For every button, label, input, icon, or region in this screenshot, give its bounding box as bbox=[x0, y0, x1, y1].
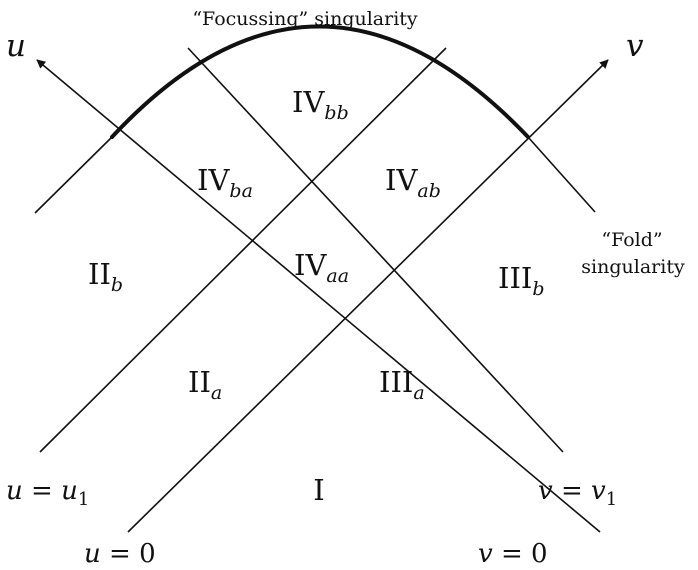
fold-singularity-label-line1: “Fold” bbox=[601, 229, 662, 251]
region-IIIa: IIIa bbox=[379, 365, 425, 404]
region-IVab: IVab bbox=[385, 163, 441, 202]
u-axis-line bbox=[36, 59, 601, 533]
v-equals-0-label: v = 0 bbox=[478, 539, 548, 569]
fold-extension-left bbox=[34, 136, 113, 214]
region-IVba: IVba bbox=[197, 163, 253, 202]
region-IIb: IIb bbox=[88, 257, 123, 296]
u-equals-0-label: u = 0 bbox=[84, 539, 156, 569]
region-IVaa: IVaa bbox=[294, 248, 349, 287]
u-equals-u1-label: u = u1 bbox=[6, 476, 89, 510]
u-equals-u1-line bbox=[39, 47, 447, 453]
focussing-singularity-curve bbox=[110, 24, 530, 139]
region-IVbb: IVbb bbox=[292, 85, 349, 124]
fold-singularity-label-line2: singularity bbox=[581, 256, 685, 278]
fold-extension-right bbox=[527, 136, 596, 213]
region-IIa: IIa bbox=[188, 365, 222, 404]
region-IIIb: IIIb bbox=[498, 261, 545, 300]
focussing-singularity-label: “Focussing” singularity bbox=[192, 8, 418, 30]
v-axis-label: v bbox=[626, 28, 644, 64]
region-I: I bbox=[313, 473, 324, 507]
v-equals-v1-label: v = v1 bbox=[538, 476, 617, 510]
u-axis-label: u bbox=[6, 28, 26, 64]
v-equals-v1-line bbox=[187, 47, 564, 453]
